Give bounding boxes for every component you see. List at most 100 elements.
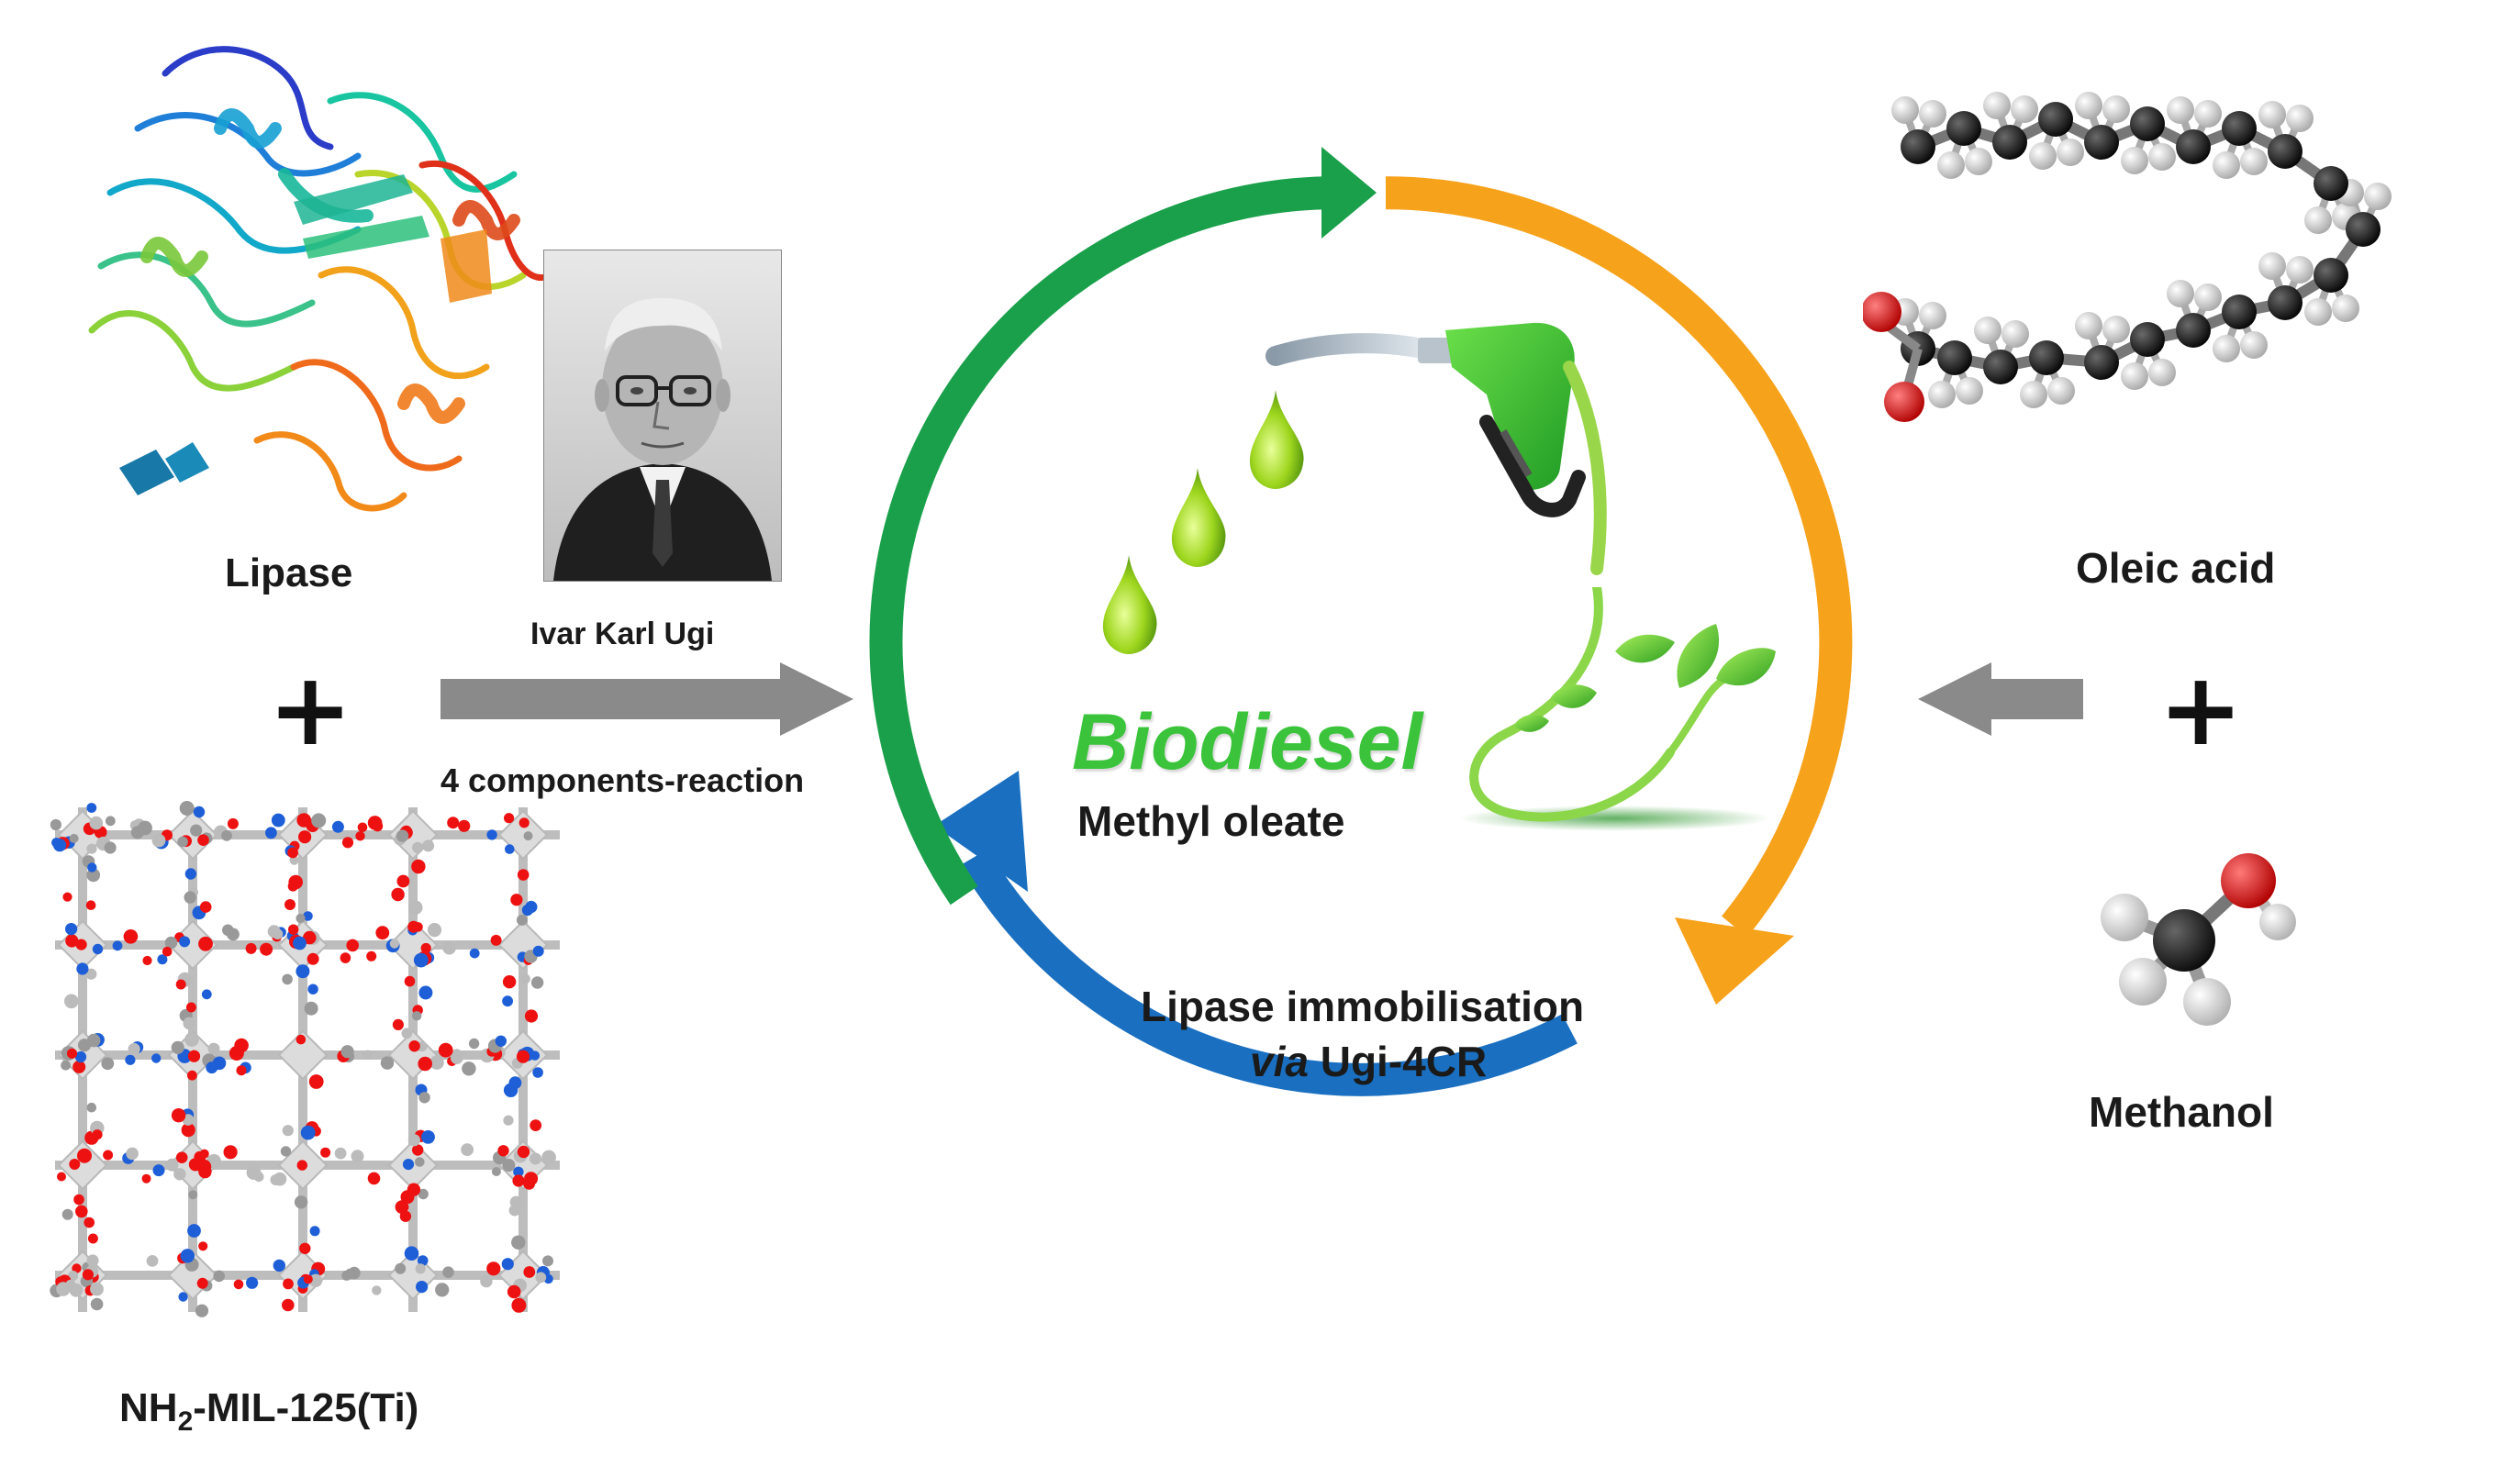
mof-atom — [282, 1125, 294, 1137]
mof-atom — [355, 831, 365, 841]
mof-atom — [497, 1145, 509, 1157]
carbon-atom — [2176, 129, 2211, 164]
mof-atom — [75, 1205, 88, 1218]
mof-atom — [303, 930, 317, 945]
mof-atom — [502, 995, 513, 1007]
mof-atom — [227, 817, 239, 829]
mof-atom — [417, 1255, 429, 1266]
mof-atom — [530, 976, 544, 989]
mof-atom — [331, 820, 344, 833]
mof-atom — [72, 1060, 86, 1073]
mof-atom — [298, 830, 312, 844]
mof-atom — [273, 1259, 285, 1273]
carbon-atom — [1946, 111, 1981, 146]
hydrogen-atom — [2304, 206, 2332, 234]
mof-atom — [92, 943, 104, 955]
mof-atom — [288, 924, 299, 935]
mof-atom — [179, 936, 191, 948]
mof-atom — [303, 911, 313, 921]
mof-atom — [491, 1167, 501, 1176]
mof-atom — [236, 1065, 247, 1076]
hydrogen-atom — [1937, 151, 1965, 179]
mof-atom — [89, 816, 104, 830]
mof-atom — [181, 1123, 195, 1138]
mof-atom — [105, 816, 116, 827]
mof-atom — [162, 946, 173, 957]
mof-label-subscript: 2 — [177, 1406, 194, 1437]
mof-atom — [462, 1061, 476, 1076]
mof-atom — [535, 1272, 547, 1284]
mof-atom — [340, 1045, 354, 1059]
mof-atom — [165, 1158, 179, 1172]
mof-atom — [391, 887, 405, 902]
mof-atom — [207, 1042, 220, 1055]
mof-atom — [503, 1115, 514, 1126]
hydrogen-atom — [2047, 377, 2075, 405]
plus-sign-left: + — [268, 650, 353, 768]
mof-atom — [295, 913, 306, 924]
mof-atom — [372, 1285, 382, 1295]
mof-atom — [51, 838, 61, 848]
mof-atom — [130, 826, 144, 839]
hydrogen-atom — [1956, 377, 1983, 405]
carbon-atom — [2268, 134, 2303, 169]
mof-label-suffix: -MIL-125(Ti) — [193, 1385, 419, 1430]
hydrogen-atom — [2011, 95, 2038, 123]
mof-atom — [346, 939, 360, 952]
mof-atom — [86, 803, 97, 813]
mof-atom — [415, 1263, 426, 1274]
reaction-label: 4 components-reaction — [440, 761, 805, 799]
mof-atom — [294, 1195, 308, 1209]
mof-atom — [50, 818, 61, 831]
oxygen-atom — [1863, 292, 1901, 332]
mof-atom — [468, 1038, 480, 1050]
mof-atom — [62, 892, 72, 902]
carbon-atom — [1992, 125, 2027, 160]
mof-atom — [542, 1255, 553, 1267]
mof-atom — [296, 813, 312, 828]
mof-atom — [213, 1270, 225, 1283]
mof-atom — [196, 1277, 208, 1289]
mof-atom — [142, 955, 152, 966]
mof-atom — [146, 1255, 159, 1267]
mof-atom — [511, 1297, 527, 1313]
mof-atom — [395, 1200, 409, 1214]
ugi-4cr-word: Ugi-4CR — [1308, 1038, 1488, 1085]
mof-atom — [206, 1061, 218, 1074]
mof-atom — [502, 975, 517, 989]
mof-atom — [380, 1056, 395, 1070]
fuel-nozzle-icon — [1266, 322, 1607, 575]
hydrogen-atom — [2258, 101, 2286, 128]
mof-atom — [128, 1042, 140, 1056]
mof-atom — [164, 936, 178, 950]
mof-atom — [521, 904, 534, 917]
mof-atom — [77, 1039, 92, 1052]
hydrogen-atom — [1974, 317, 2002, 344]
mof-atom — [509, 1195, 522, 1208]
mof-atom — [190, 824, 203, 837]
mof-atom — [76, 962, 89, 975]
hydrogen-atom — [2286, 105, 2314, 132]
mof-structure-icon — [50, 801, 560, 1317]
reaction-arrow-icon — [440, 662, 853, 736]
mof-atom — [171, 1040, 184, 1054]
hydrogen-atom — [2286, 256, 2314, 283]
mof-atom — [188, 1190, 198, 1200]
mof-atom — [90, 1297, 104, 1311]
mof-atom — [196, 1159, 212, 1174]
mof-atom — [517, 1145, 530, 1159]
mof-atom — [201, 989, 212, 1000]
mof-atom — [284, 899, 295, 910]
hydrogen-atom — [2029, 142, 2057, 170]
mof-atom — [193, 806, 206, 818]
oxygen-atom — [1884, 382, 1924, 422]
mof-atom — [84, 1217, 95, 1228]
hydrogen-atom — [2194, 283, 2222, 311]
mof-atom — [523, 1178, 535, 1190]
mof-atom — [187, 1050, 201, 1062]
mof-atom — [351, 1150, 364, 1163]
mof-atom — [341, 1270, 352, 1281]
mof-atom — [516, 1050, 530, 1063]
methanol-molecule-icon — [2101, 853, 2296, 1026]
